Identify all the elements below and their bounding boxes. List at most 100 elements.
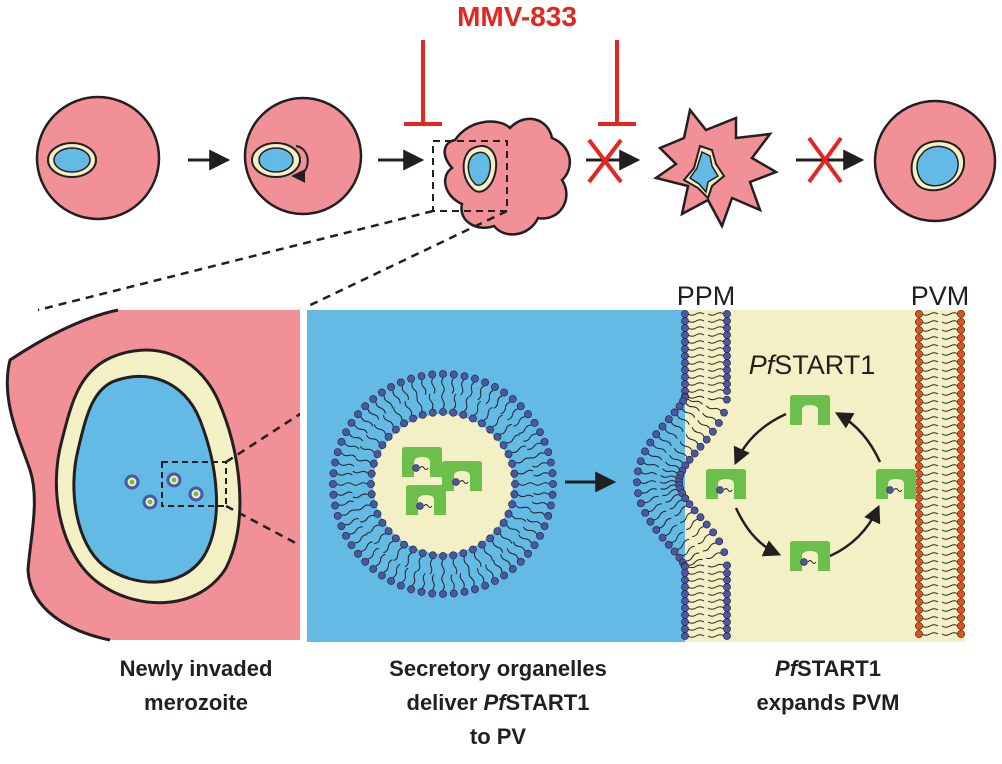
lipid-head bbox=[477, 540, 486, 549]
lipid-tail bbox=[485, 564, 494, 578]
lipid-tail bbox=[921, 408, 939, 412]
lipid-tail bbox=[367, 408, 380, 420]
top-timeline: MMV-833 bbox=[35, 1, 997, 236]
lipid-head bbox=[544, 512, 553, 520]
lipid-tail bbox=[707, 326, 725, 330]
lipid-tail bbox=[401, 386, 409, 400]
caption-middle-line-3: to PV bbox=[470, 724, 527, 749]
lipid-tail bbox=[941, 536, 959, 540]
lipid-head bbox=[481, 378, 489, 387]
lipid-tail bbox=[517, 494, 534, 498]
lipid-tail bbox=[921, 352, 939, 356]
lipid-tail bbox=[421, 379, 427, 395]
lipid-tail bbox=[670, 531, 684, 544]
zoom-box-icon bbox=[432, 140, 508, 212]
lipid-tail bbox=[640, 471, 658, 476]
lipid-tail bbox=[941, 464, 959, 468]
lipid-head bbox=[378, 441, 387, 449]
lipid-tail bbox=[941, 552, 959, 556]
lipid-tail bbox=[941, 376, 959, 380]
lipid-tail bbox=[921, 376, 939, 380]
zoom-box-icon bbox=[161, 461, 227, 507]
pfstart1-protein-body bbox=[706, 469, 746, 499]
lipid-tail bbox=[707, 606, 725, 610]
lipid-tail bbox=[518, 424, 532, 434]
lipid-head bbox=[715, 419, 723, 427]
lipid-tail bbox=[941, 328, 959, 332]
lipid-head bbox=[723, 611, 731, 619]
lipid-tail bbox=[687, 627, 705, 631]
lipid-tail bbox=[670, 421, 684, 432]
lipid-head bbox=[957, 318, 965, 326]
lipid-tail bbox=[393, 407, 403, 421]
lipid-tail bbox=[341, 452, 357, 458]
lipid-head bbox=[957, 438, 965, 446]
lipid-tail bbox=[640, 488, 657, 494]
stage-4-rbc bbox=[653, 107, 779, 230]
drug-label: MMV-833 bbox=[457, 1, 577, 32]
lipid-head bbox=[957, 534, 965, 542]
lipid-tail bbox=[921, 520, 939, 524]
lipid-head bbox=[646, 517, 655, 526]
lipid-tail bbox=[352, 493, 369, 499]
lipid-head bbox=[468, 545, 477, 554]
lipid-head bbox=[524, 549, 532, 558]
lipid-tail bbox=[337, 491, 353, 496]
lipid-tail bbox=[941, 344, 959, 348]
lipid-tail bbox=[383, 395, 393, 409]
lipid-head bbox=[915, 470, 923, 478]
lipid-tail bbox=[522, 526, 537, 535]
lipid-tail bbox=[687, 571, 705, 575]
lipid-head bbox=[915, 318, 923, 326]
lipid-tail bbox=[464, 396, 469, 412]
lipid-head bbox=[329, 490, 338, 499]
lipid-tail bbox=[707, 368, 725, 372]
lipid-tail bbox=[500, 401, 511, 415]
lipid-tail bbox=[431, 378, 436, 394]
lipid-head bbox=[391, 425, 400, 434]
lipid-head bbox=[681, 590, 689, 598]
lipid-head bbox=[690, 506, 699, 515]
lipid-tail bbox=[687, 361, 705, 365]
lipid-head bbox=[915, 430, 923, 438]
caption-right-pf: Pf bbox=[775, 656, 800, 681]
lipid-head bbox=[418, 410, 427, 419]
lipid-tail bbox=[355, 504, 371, 511]
lipid-head bbox=[702, 520, 711, 529]
lipid-head bbox=[504, 510, 513, 518]
lipid-head bbox=[915, 422, 923, 430]
lipid-tail bbox=[941, 408, 959, 412]
lipid-head bbox=[957, 622, 965, 630]
lipid-head bbox=[400, 419, 408, 428]
lipid-tail bbox=[517, 469, 534, 475]
caption-middle-line-2: deliver PfSTART1 bbox=[407, 690, 590, 715]
lipid-tail bbox=[441, 574, 445, 591]
lipid-head bbox=[681, 366, 689, 374]
pfstart1-prefix: Pf bbox=[749, 350, 777, 380]
lipid-tail bbox=[687, 599, 705, 603]
lipid-tail bbox=[687, 564, 705, 569]
lipid-tail bbox=[921, 632, 939, 636]
lipid-head bbox=[670, 408, 679, 417]
lipid-tail bbox=[523, 433, 537, 442]
lipid-tail bbox=[349, 433, 364, 442]
lipid-head bbox=[490, 383, 499, 391]
lipid-tail bbox=[421, 572, 426, 589]
lipid-head bbox=[500, 388, 508, 397]
lipid-tail bbox=[921, 544, 939, 548]
lipid-tail bbox=[941, 584, 959, 588]
lipid-head bbox=[544, 448, 553, 456]
lipid-head bbox=[957, 598, 965, 606]
lipid-head bbox=[347, 541, 356, 549]
lipid-tail bbox=[921, 328, 939, 332]
lipid-head bbox=[915, 374, 923, 382]
lipid-head bbox=[915, 414, 923, 422]
lipid-tail bbox=[687, 319, 705, 323]
lipid-head bbox=[957, 398, 965, 406]
lipid-head bbox=[709, 528, 717, 537]
lipid-head bbox=[957, 630, 965, 638]
lipid-tail bbox=[921, 624, 939, 628]
lipid-tail bbox=[518, 482, 535, 486]
lipid-tail bbox=[687, 375, 705, 379]
pfstart1-protein-body bbox=[790, 541, 830, 571]
